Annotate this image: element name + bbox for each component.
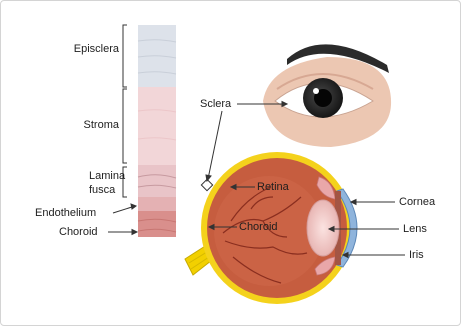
label-iris: Iris <box>409 249 424 262</box>
label-cornea: Cornea <box>399 196 435 209</box>
layer-arrows <box>108 204 137 235</box>
endothelium-layer <box>138 197 176 211</box>
tissue-layer-strip <box>138 25 176 237</box>
label-episclera: Episclera <box>41 43 119 56</box>
label-retina: Retina <box>257 181 289 194</box>
label-lens: Lens <box>403 223 427 236</box>
label-choroid: Choroid <box>239 221 278 234</box>
stroma-bracket <box>123 89 127 163</box>
sclera-arrow-down <box>208 111 222 179</box>
label-endothelium: Endothelium <box>35 207 96 220</box>
choroid-strip-layer <box>138 211 176 237</box>
label-choroid-strip: Choroid <box>59 226 98 239</box>
label-fusca: fusca <box>89 184 115 197</box>
lamina-fusca-layer <box>138 165 176 197</box>
label-stroma: Stroma <box>41 119 119 132</box>
episclera-bracket <box>123 25 127 87</box>
eye-highlight <box>313 88 319 94</box>
external-eye <box>263 44 391 147</box>
label-lamina: Lamina <box>89 170 125 183</box>
label-sclera: Sclera <box>200 98 231 111</box>
stroma-layer <box>138 87 176 165</box>
